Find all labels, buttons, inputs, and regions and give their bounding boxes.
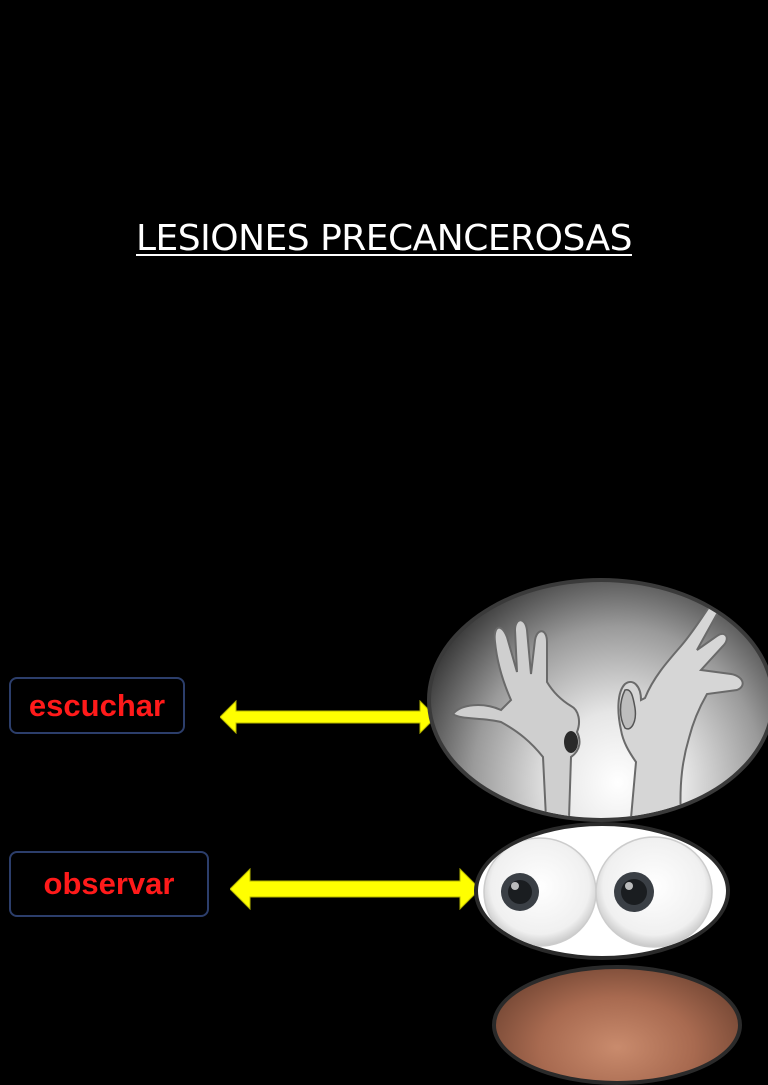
double-arrow-icon <box>220 700 436 734</box>
double-arrow-icon <box>230 868 480 910</box>
observar-label: observar <box>9 851 209 917</box>
googly-eyes-illustration <box>483 836 713 948</box>
googly-eyes-image <box>474 822 730 960</box>
hands-illustration <box>451 600 744 818</box>
slide: LESIONES PRECANCEROSAS escuchar observar <box>9 218 768 1085</box>
mouth-image <box>492 965 742 1085</box>
slide-title: LESIONES PRECANCEROSAS <box>136 218 632 259</box>
escuchar-label: escuchar <box>9 677 185 734</box>
hands-mouth-ear-image <box>427 578 768 822</box>
